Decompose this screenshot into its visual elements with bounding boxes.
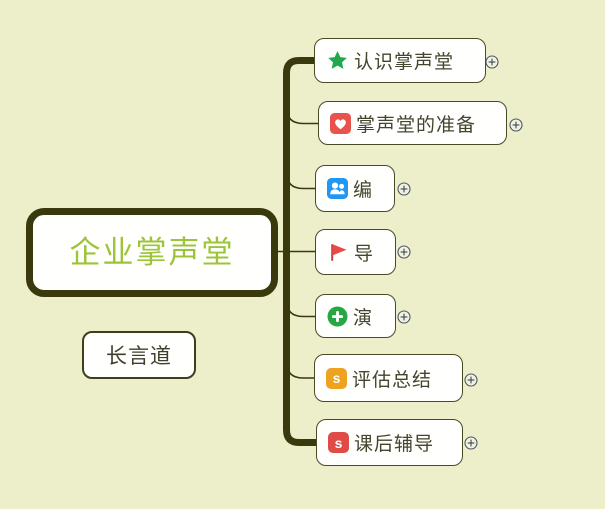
connector-spine	[283, 57, 316, 446]
topic-pinggu-zongjie[interactable]: s 评估总结	[314, 354, 463, 402]
plus-circle-icon	[327, 306, 348, 327]
heart-icon	[330, 112, 351, 134]
star-icon	[326, 49, 349, 72]
topic-zhunbei[interactable]: 掌声堂的准备	[318, 101, 507, 145]
central-topic-label: 企业掌声堂	[69, 235, 235, 270]
expand-button-3[interactable]	[397, 182, 411, 196]
topic-label: 评估总结	[352, 369, 433, 391]
expand-button-7[interactable]	[464, 436, 478, 450]
topic-label: 课后辅导	[354, 434, 435, 455]
expand-button-4[interactable]	[397, 245, 411, 259]
plus-circle-outline-icon	[464, 373, 478, 387]
plus-circle-outline-icon	[464, 436, 478, 450]
topic-dao[interactable]: 导	[315, 229, 396, 275]
expand-button-2[interactable]	[509, 118, 523, 132]
letter-s-orange-icon: s	[326, 367, 347, 389]
connector-branch-5	[285, 299, 315, 318]
connector-branch-6	[285, 361, 314, 379]
topic-label: 编	[353, 180, 374, 201]
topic-label: 认识掌声堂	[354, 52, 455, 73]
plus-circle-outline-icon	[509, 118, 523, 132]
connector-branch-2	[285, 106, 318, 125]
plus-circle-outline-icon	[397, 245, 411, 259]
flag-icon	[327, 241, 349, 263]
expand-button-5[interactable]	[397, 310, 411, 324]
topic-label: 掌声堂的准备	[356, 114, 477, 136]
floating-topic-label: 长言道	[106, 344, 172, 368]
expand-button-6[interactable]	[464, 373, 478, 387]
connector-branch-3	[285, 171, 315, 190]
topic-label: 导	[354, 243, 375, 265]
topic-renshi-zhangshengtang[interactable]: 认识掌声堂	[314, 38, 486, 83]
topic-label: 演	[353, 307, 374, 329]
people-icon	[327, 178, 348, 199]
plus-circle-outline-icon	[485, 55, 499, 69]
topic-yan[interactable]: 演	[315, 294, 396, 338]
central-topic[interactable]: 企业掌声堂	[26, 208, 278, 297]
topic-bian[interactable]: 编	[315, 165, 395, 212]
plus-circle-outline-icon	[397, 182, 411, 196]
expand-button-1[interactable]	[485, 55, 499, 69]
topic-kehou-fudao[interactable]: s 课后辅导	[316, 419, 463, 466]
letter-s-red-icon: s	[328, 432, 349, 453]
plus-circle-outline-icon	[397, 310, 411, 324]
floating-topic[interactable]: 长言道	[82, 331, 196, 379]
